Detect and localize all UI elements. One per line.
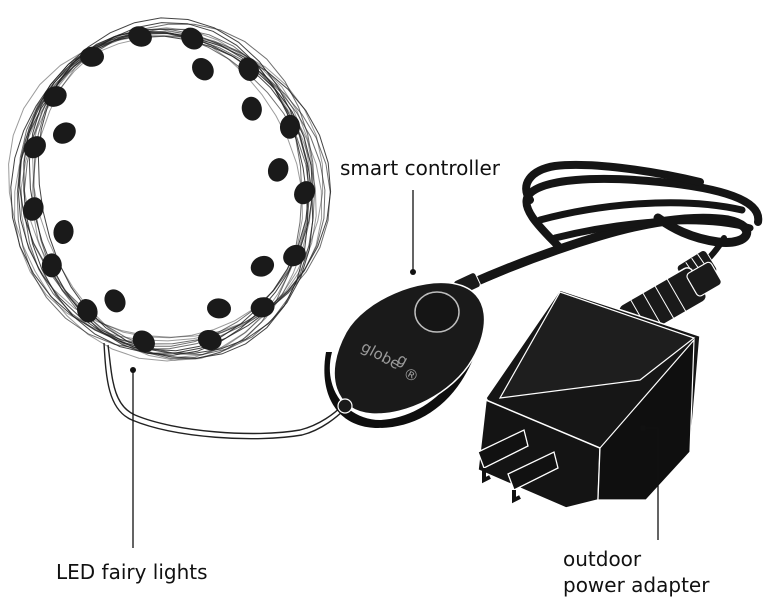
led-bulb-icon	[241, 96, 262, 121]
led-bulb-icon	[250, 297, 275, 318]
fairy-lights-wire-coil	[8, 17, 332, 362]
led-bulb-icon	[132, 330, 155, 353]
led-bulb-icon	[207, 298, 231, 319]
brand-registered: ®	[400, 364, 422, 387]
led-bulb-icon	[181, 27, 204, 50]
controller-button[interactable]	[414, 291, 460, 333]
led-bulb-icon	[22, 197, 44, 221]
led-bulb-icon	[53, 220, 74, 244]
wire-strand	[18, 28, 303, 360]
controller-icon: g globe ®	[324, 281, 486, 428]
led-bulb-icon	[104, 289, 126, 313]
led-bulb-icon	[267, 158, 289, 182]
led-bulb-icon	[238, 57, 260, 81]
label-smart-controller: smart controller	[340, 156, 500, 180]
led-bulb-icon	[53, 122, 76, 144]
led-bulb-icon	[128, 26, 152, 47]
label-led-fairy-lights: LED fairy lights	[56, 560, 208, 584]
label-outdoor: outdoor	[563, 547, 642, 571]
led-bulb-icon	[279, 114, 301, 139]
leader-lines	[130, 190, 659, 548]
led-bulb-icon	[192, 57, 214, 81]
led-bulb-icon	[294, 181, 316, 205]
led-bulb-icon	[250, 255, 275, 277]
led-bulb-icon	[43, 86, 67, 107]
wire-strand	[17, 22, 308, 359]
led-bulb-icon	[41, 253, 62, 278]
wire-strand	[14, 30, 323, 342]
led-bulb-icon	[197, 329, 222, 351]
led-bulb-icon	[80, 46, 104, 67]
leader-power-adapter	[644, 427, 659, 540]
led-bulb-icon	[283, 244, 306, 267]
adapter-cable-coil	[463, 160, 763, 290]
led-bulb-icon	[23, 136, 46, 159]
led-bulb-icon	[76, 299, 98, 323]
label-power-adapter: power adapter	[563, 573, 710, 597]
led-bulbs	[22, 26, 316, 353]
wire-strand	[10, 17, 314, 354]
power-adapter-icon	[477, 261, 722, 509]
lights-lead-wire	[103, 342, 346, 440]
